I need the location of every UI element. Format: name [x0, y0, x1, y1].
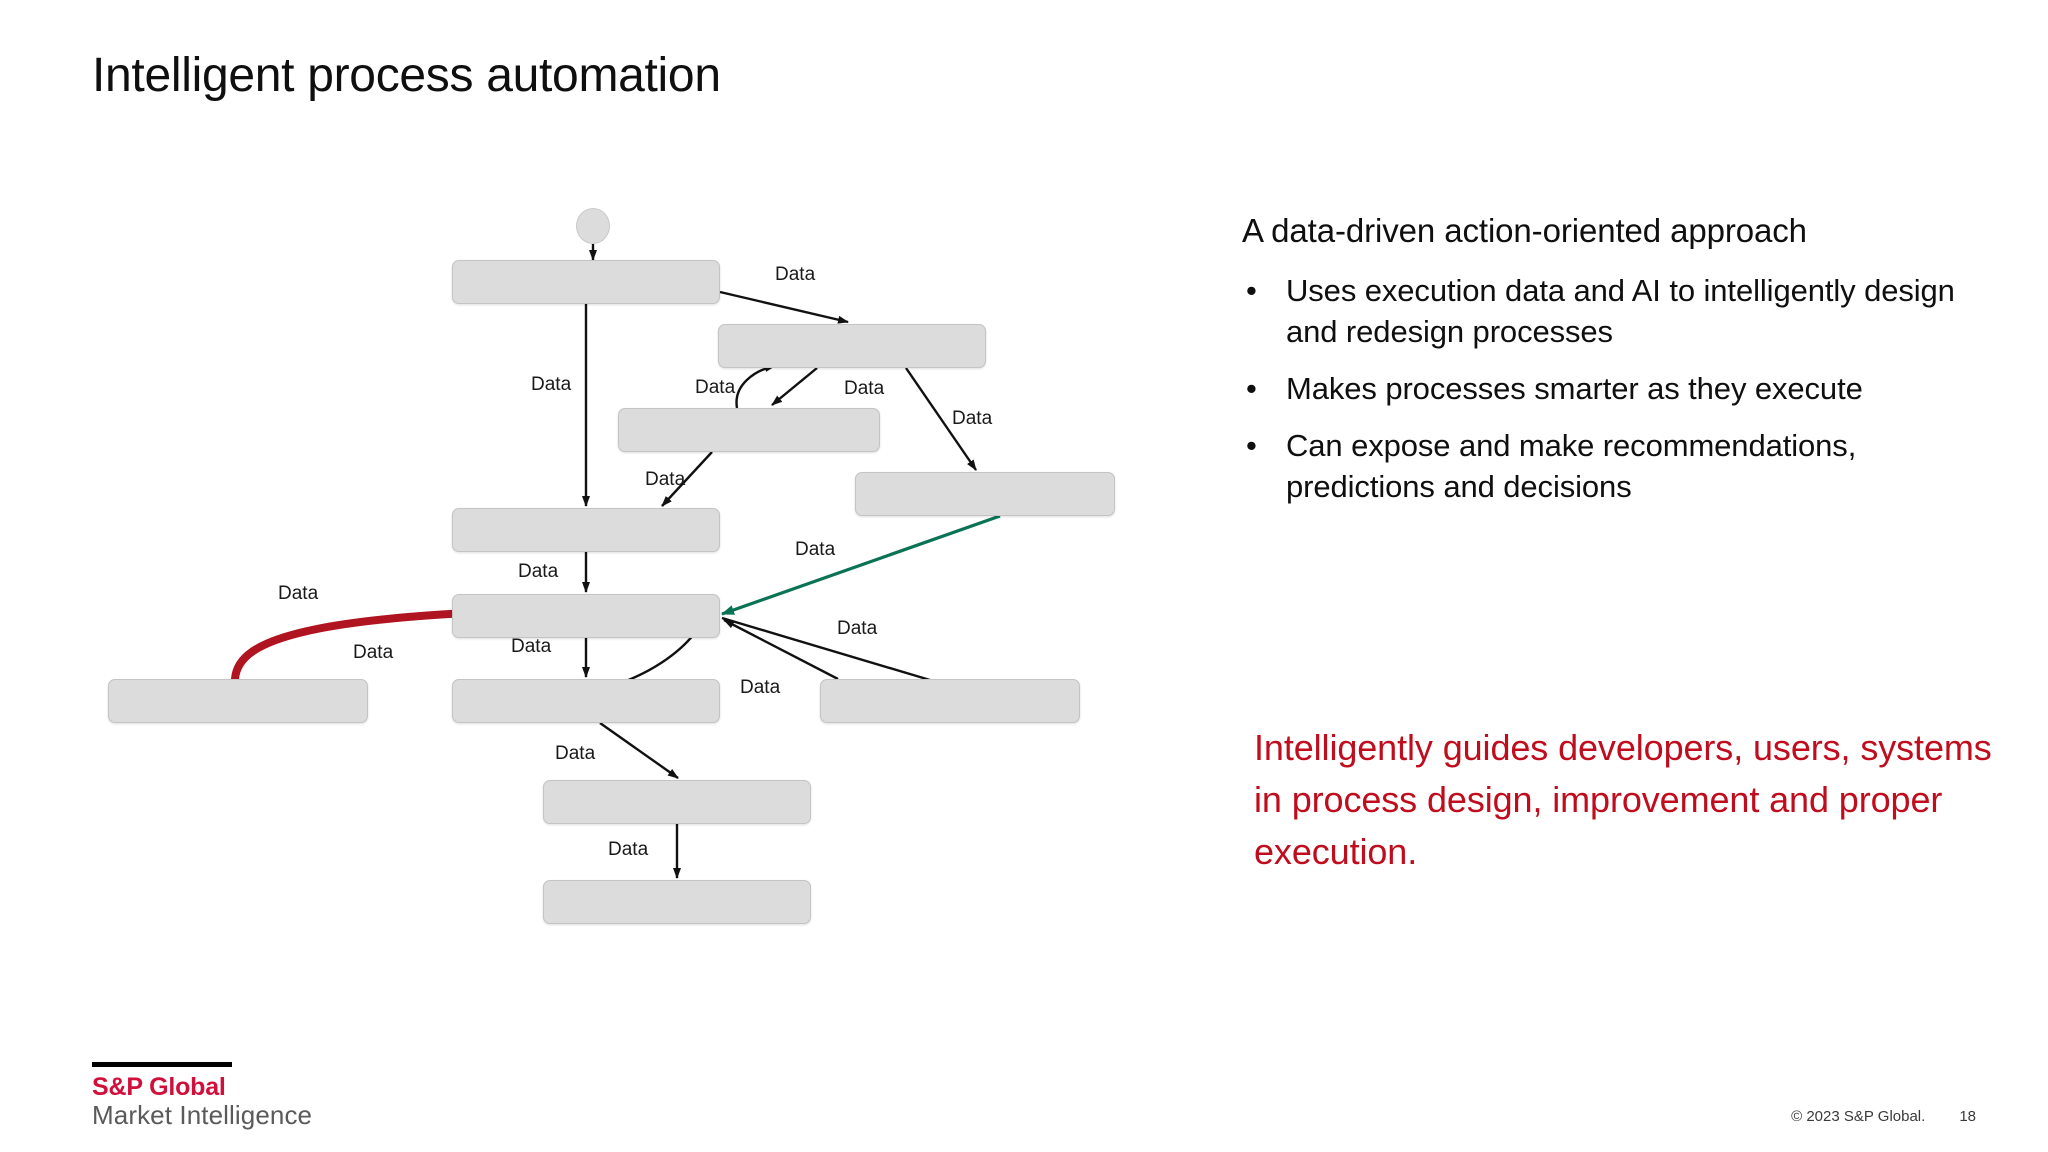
logo-rule-divider [92, 1062, 232, 1067]
edge-label: Data [531, 374, 572, 395]
bullet-item-3: • Can expose and make recommendations, p… [1242, 425, 1972, 507]
bullet-text: Can expose and make recommendations, pre… [1286, 428, 1857, 504]
bullet-dot-icon: • [1246, 428, 1257, 463]
edge-n8-to-n10 [599, 722, 679, 779]
process-node-8 [452, 679, 720, 723]
page-number: 18 [1959, 1108, 1976, 1125]
process-node-9 [820, 679, 1080, 723]
copyright-text: © 2023 S&P Global. [1791, 1108, 1926, 1125]
bullet-text: Makes processes smarter as they execute [1286, 371, 1863, 406]
page-title: Intelligent process automation [92, 49, 721, 102]
process-node-2 [718, 324, 986, 368]
sp-global-logo: S&P Global Market Intelligence [92, 1062, 332, 1130]
edge-n6-to-n9 [721, 616, 951, 688]
process-diagram: Data Data Data Data Data Data Data Data … [108, 208, 1115, 924]
panel-heading: A data-driven action-oriented approach [1242, 212, 1807, 249]
edge-label: Data [837, 618, 878, 639]
edge-n3-to-n5 [661, 451, 713, 507]
edge-label: Data [645, 469, 686, 490]
edge-label: Data [775, 264, 816, 285]
logo-secondary-text: Market Intelligence [92, 1100, 313, 1130]
edge-n1-to-n2 [719, 290, 849, 324]
content-panel: A data-driven action-oriented approach •… [1242, 212, 1972, 523]
start-node [576, 208, 610, 244]
callout-text: Intelligently guides developers, users, … [1254, 727, 1992, 872]
logo-primary-text: S&P Global [92, 1073, 226, 1101]
edge-label: Data [952, 408, 993, 429]
edge-highlight-green [721, 514, 1001, 616]
edge-label: Data [695, 377, 736, 398]
bullet-dot-icon: • [1246, 273, 1257, 308]
edge-label: Data [278, 583, 319, 604]
process-node-1 [452, 260, 720, 304]
bullet-item-1: • Uses execution data and AI to intellig… [1242, 270, 1972, 352]
edge-label: Data [795, 539, 836, 560]
footer: © 2023 S&P Global. 18 [1791, 1108, 1976, 1125]
edge-label: Data [555, 743, 596, 764]
process-node-6 [452, 594, 720, 638]
diagram-connectors [231, 244, 1001, 879]
edge-label: Data [518, 561, 559, 582]
edge-n2-to-n3 [771, 367, 818, 406]
edge-n9-to-n6 [723, 618, 839, 681]
process-node-4 [855, 472, 1115, 516]
edge-n3-to-n2 [735, 364, 776, 409]
edge-label: Data [740, 677, 781, 698]
process-node-11 [543, 880, 811, 924]
edge-n2-to-n4 [905, 367, 977, 471]
bullet-text: Uses execution data and AI to intelligen… [1286, 273, 1955, 349]
process-node-5 [452, 508, 720, 552]
edge-label: Data [844, 378, 885, 399]
process-node-10 [543, 780, 811, 824]
edge-label: Data [511, 636, 552, 657]
bullet-dot-icon: • [1246, 371, 1257, 406]
bullet-item-2: • Makes processes smarter as they execut… [1242, 368, 1972, 409]
process-node-3 [618, 408, 880, 452]
process-node-7 [108, 679, 368, 723]
edge-label: Data [353, 642, 394, 663]
edge-label: Data [608, 839, 649, 860]
